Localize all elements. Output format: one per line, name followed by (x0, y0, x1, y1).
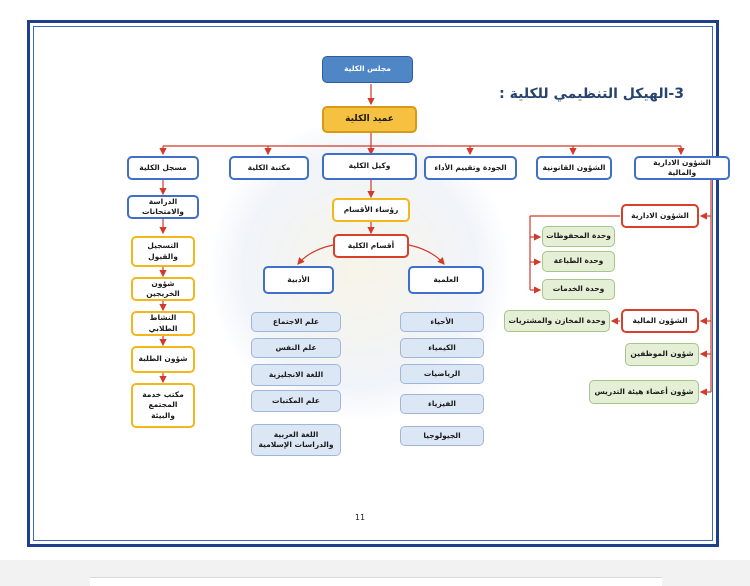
employee-affairs-box: شؤون الموظفين (625, 343, 699, 366)
college-council-box: مجلس الكلية (322, 56, 413, 83)
dept-sociology: علم الاجتماع (251, 312, 341, 332)
archives-unit-box: وحدة المحفوظات (542, 226, 615, 247)
next-page-edge (90, 577, 662, 586)
page-border-inner (33, 26, 713, 541)
student-activity-box: النشاط الطلابي (131, 311, 195, 336)
dept-chemistry: الكيمياء (400, 338, 484, 358)
services-unit-box: وحدة الخدمات (542, 279, 615, 300)
studies-exams-box: الدراسة والامتحانات (127, 195, 199, 219)
faculty-affairs-box: شؤون أعضاء هيئة التدريس (589, 380, 699, 404)
dept-biology: الأحياء (400, 312, 484, 332)
dept-geology: الجيولوجيا (400, 426, 484, 446)
legal-affairs-box: الشؤون القانونية (536, 156, 612, 180)
graduates-box: شؤون الخريجين (131, 277, 195, 301)
community-office-box: مكتب خدمة المجتمع والبيئة (131, 383, 195, 428)
dept-psychology: علم النفس (251, 338, 341, 358)
vice-dean-box: وكيل الكلية (322, 153, 417, 180)
page-title: 3-الهيكل التنظيمي للكلية : (499, 86, 684, 102)
dept-physics: الفيزياء (400, 394, 484, 414)
dept-library-science: علم المكتبات (251, 390, 341, 412)
registrar-box: مسجل الكلية (127, 156, 199, 180)
page-border-outer (27, 20, 719, 547)
dept-mathematics: الرياضيات (400, 364, 484, 384)
department-heads-box: رؤساء الأقسام (332, 198, 410, 222)
dean-box: عميد الكلية (322, 106, 417, 133)
literary-depts-box: الأدبية (263, 266, 334, 294)
printing-unit-box: وحدة الطباعة (542, 251, 615, 272)
financial-affairs-box: الشؤون المالية (621, 309, 699, 333)
student-affairs-box: شؤون الطلبة (131, 346, 195, 373)
stores-procurement-box: وحدة المخازن والمشتريات (504, 310, 610, 332)
admin-finance-box: الشؤون الادارية والمالية (634, 156, 730, 180)
college-departments-box: أقسام الكلية (333, 234, 409, 258)
dept-arabic-islamic: اللغة العربية والدراسات الإسلامية (251, 424, 341, 456)
dept-english: اللغة الانجليزية (251, 364, 341, 386)
scientific-depts-box: العلمية (408, 266, 484, 294)
registration-box: التسجيل والقبول (131, 236, 195, 267)
quality-box: الجودة وتقييم الأداء (424, 156, 517, 180)
library-box: مكتبة الكلية (229, 156, 309, 180)
administrative-affairs-box: الشؤون الادارية (621, 204, 699, 228)
page-number: 11 (354, 513, 366, 522)
